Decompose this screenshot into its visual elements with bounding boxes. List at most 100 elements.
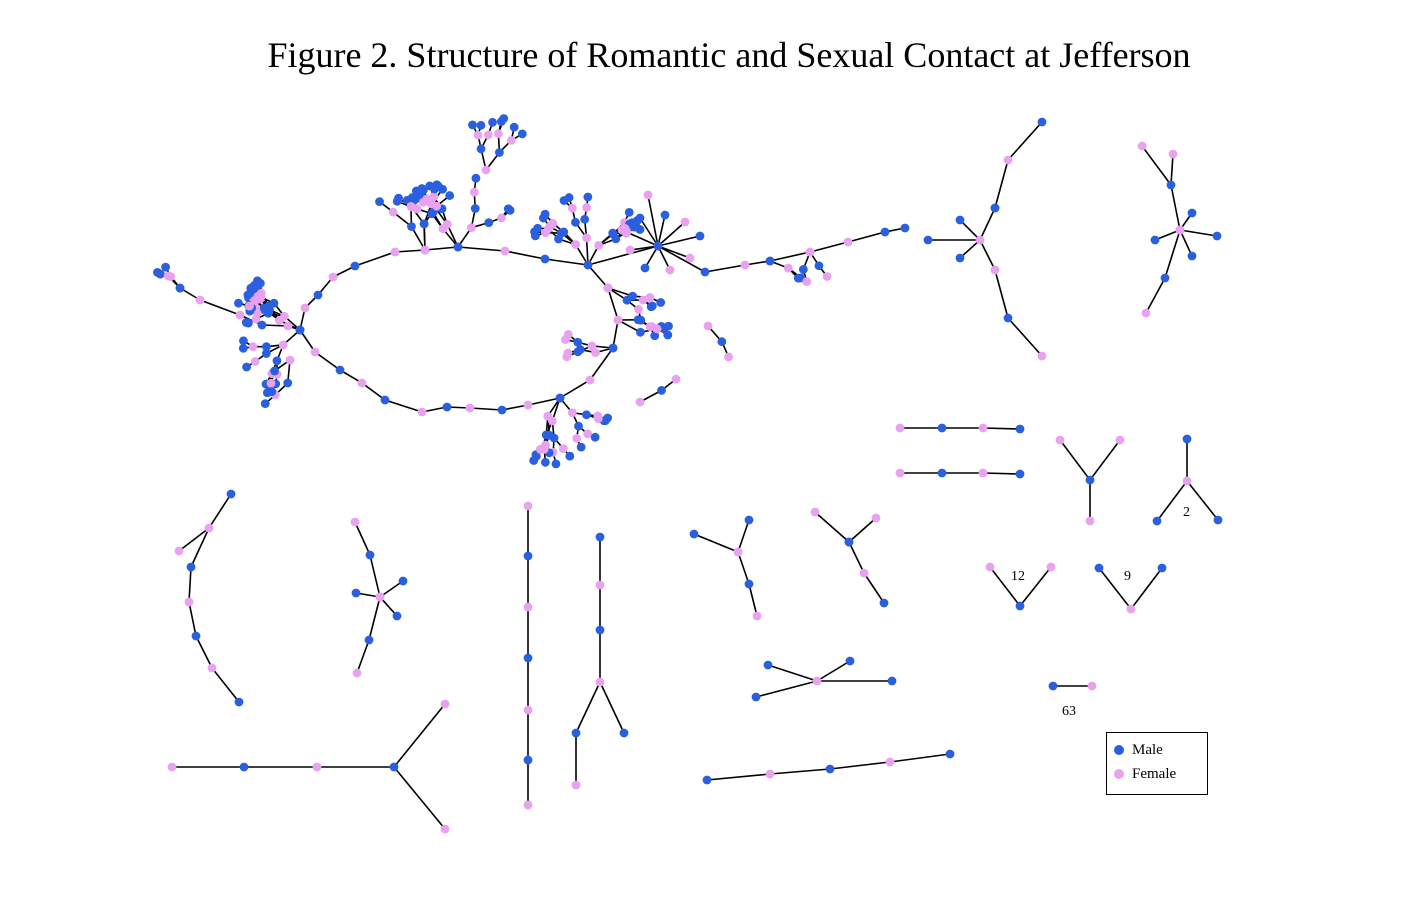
- edge: [1179, 229, 1193, 257]
- edge: [559, 379, 591, 399]
- female-node: [500, 246, 510, 256]
- female-node: [523, 602, 533, 612]
- edge: [1179, 229, 1218, 237]
- male-node: [517, 129, 527, 139]
- edge: [748, 583, 758, 617]
- female-node: [1182, 476, 1192, 486]
- female-node: [163, 271, 173, 281]
- female-node: [350, 517, 360, 527]
- female-node: [1168, 149, 1178, 159]
- male-node: [544, 430, 554, 440]
- female-node: [975, 235, 985, 245]
- edge: [982, 427, 1021, 430]
- figure-title: Figure 2. Structure of Romantic and Sexu…: [267, 35, 1191, 75]
- male-swatch: [1114, 745, 1124, 755]
- male-node: [574, 421, 583, 431]
- female-node: [497, 213, 506, 223]
- female-node: [278, 340, 288, 350]
- edge: [848, 517, 877, 543]
- edge: [299, 329, 316, 353]
- female-node: [634, 305, 643, 314]
- female-node: [207, 663, 217, 673]
- edge: [501, 404, 529, 411]
- edge: [1059, 439, 1091, 481]
- male-node: [468, 120, 477, 130]
- female-node: [645, 322, 655, 331]
- female-node: [1141, 308, 1151, 318]
- legend-label-male: Male: [1132, 742, 1163, 758]
- male-node: [260, 399, 270, 409]
- female-node: [582, 203, 592, 212]
- male-node: [442, 402, 452, 412]
- edge: [704, 264, 746, 273]
- female-node: [805, 247, 815, 257]
- edge: [612, 319, 619, 349]
- male-node: [161, 262, 170, 272]
- female-node: [407, 202, 416, 212]
- male-node: [1213, 515, 1223, 525]
- male-node: [503, 204, 513, 214]
- female-node: [266, 378, 276, 388]
- female-node: [652, 324, 662, 334]
- female-node: [1087, 681, 1097, 691]
- male-node: [471, 173, 481, 183]
- female-node: [571, 240, 580, 249]
- edge: [1164, 229, 1181, 279]
- edge: [994, 159, 1009, 209]
- edge: [829, 761, 891, 770]
- male-node: [1182, 434, 1192, 444]
- edge: [989, 566, 1021, 607]
- female-node: [571, 780, 581, 790]
- female-node: [733, 547, 743, 557]
- edge: [693, 533, 739, 553]
- male-node: [624, 207, 634, 217]
- male-node: [540, 457, 550, 467]
- female-node: [466, 223, 476, 233]
- male-node: [879, 598, 889, 608]
- edge: [410, 226, 426, 251]
- edge: [1154, 229, 1181, 241]
- male-node: [335, 365, 345, 375]
- female-node: [253, 292, 263, 301]
- male-node: [955, 253, 965, 263]
- female-node: [985, 562, 995, 572]
- male-node: [880, 227, 890, 237]
- edge: [356, 639, 370, 674]
- female-node: [1037, 351, 1047, 361]
- male-node: [1015, 469, 1025, 479]
- female-node: [429, 192, 439, 202]
- female-node: [523, 800, 533, 810]
- male-node: [663, 330, 673, 340]
- edge: [769, 768, 831, 775]
- edge: [457, 246, 506, 252]
- male-node: [887, 676, 897, 686]
- edge: [393, 766, 446, 830]
- legend: Male Female: [1106, 732, 1208, 795]
- count-label-63: 63: [1062, 704, 1076, 719]
- female-node: [251, 314, 261, 324]
- male-node: [590, 432, 600, 442]
- female-node: [593, 414, 603, 424]
- female-node: [426, 199, 436, 209]
- female-node: [990, 265, 1000, 275]
- female-node: [390, 247, 400, 257]
- male-node: [603, 413, 613, 423]
- male-node: [689, 529, 699, 539]
- female-node: [783, 263, 793, 273]
- male-node: [595, 625, 605, 635]
- edge: [979, 207, 996, 241]
- male-node: [1003, 313, 1013, 323]
- female-node: [810, 507, 820, 517]
- female-node: [585, 375, 595, 385]
- female-node: [328, 272, 338, 282]
- male-node: [538, 213, 548, 223]
- female-node: [1126, 604, 1136, 614]
- male-node: [191, 631, 201, 641]
- edge: [657, 235, 701, 247]
- female-node: [283, 321, 293, 331]
- edge: [369, 554, 381, 598]
- edge: [208, 493, 232, 529]
- edge: [982, 472, 1021, 475]
- female-node: [493, 129, 503, 139]
- female-node: [469, 187, 479, 197]
